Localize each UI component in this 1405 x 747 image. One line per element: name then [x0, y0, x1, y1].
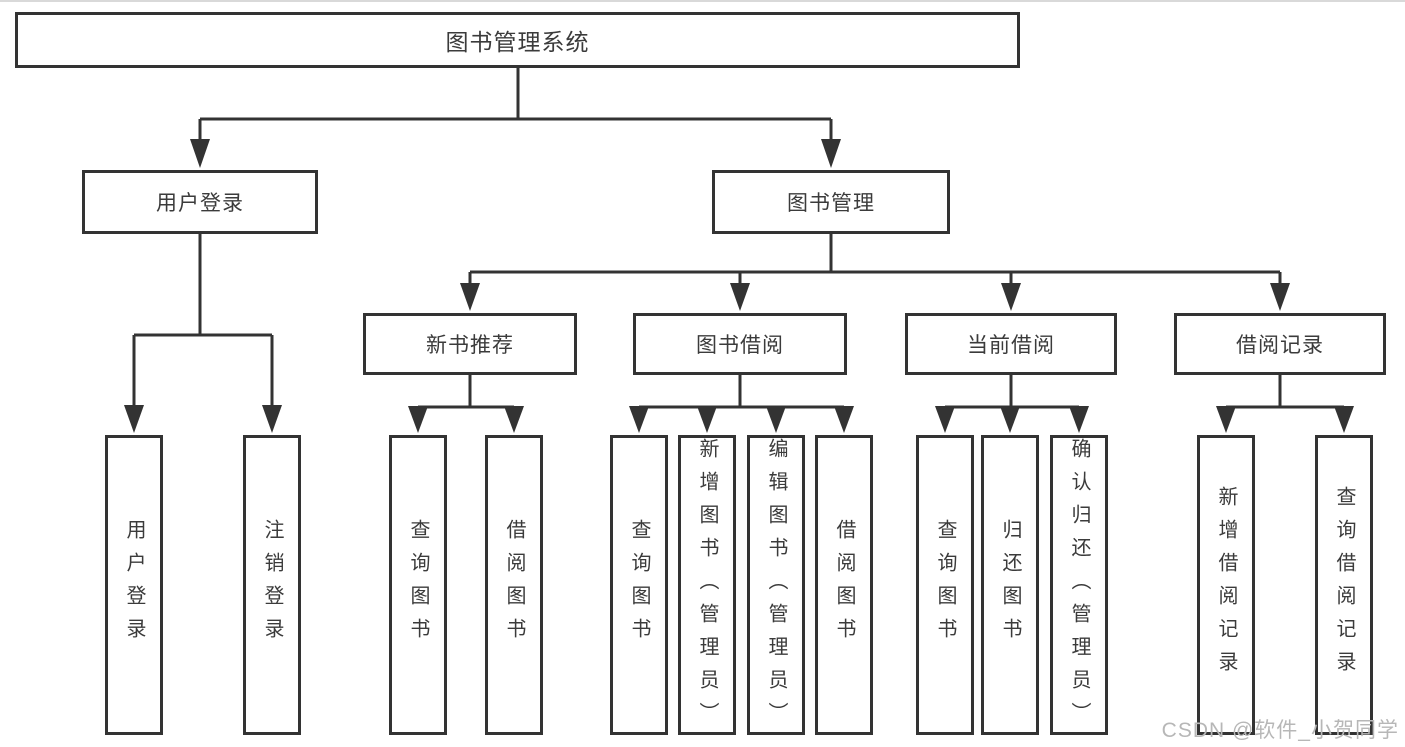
- arrowhead: [629, 406, 649, 433]
- connector-user-login-children: [124, 234, 282, 433]
- arrowhead: [821, 139, 841, 168]
- leaf-logout-label: 注销登录: [261, 519, 283, 651]
- leaf-current-return-books: 归还图书: [981, 435, 1039, 735]
- arrowhead: [935, 406, 955, 433]
- leaf-user-login: 用户登录: [105, 435, 163, 735]
- leaf-current-confirm-return-admin-label: 确认归还（管理员）: [1068, 438, 1090, 735]
- arrowhead: [834, 406, 854, 433]
- node-borrowing-record-label: 借阅记录: [1236, 334, 1324, 357]
- connector-borrow-record-children: [1216, 375, 1354, 433]
- arrowhead: [1334, 406, 1354, 433]
- arrowhead: [766, 406, 786, 433]
- leaf-current-query-books: 查询图书: [916, 435, 974, 735]
- leaf-borrow-query-books: 查询图书: [610, 435, 668, 735]
- node-current-borrowing: 当前借阅: [905, 313, 1117, 375]
- leaf-logout: 注销登录: [243, 435, 301, 735]
- connector-book-borrow-children: [629, 375, 854, 433]
- leaf-borrow-borrow-books-label: 借阅图书: [833, 519, 855, 651]
- arrowhead: [697, 406, 717, 433]
- csdn-watermark: CSDN @软件_小贺同学: [1161, 719, 1399, 742]
- node-new-book-recommendation: 新书推荐: [363, 313, 577, 375]
- leaf-record-query-borrow-record: 查询借阅记录: [1315, 435, 1373, 735]
- leaf-record-add-borrow-record-label: 新增借阅记录: [1215, 486, 1237, 684]
- leaf-borrow-add-books-admin: 新增图书（管理员）: [678, 435, 736, 735]
- connector-root-to-level2: [190, 68, 841, 168]
- connector-new-book-children: [408, 375, 524, 433]
- arrowhead: [408, 406, 428, 433]
- node-book-borrowing-label: 图书借阅: [696, 334, 784, 357]
- leaf-current-confirm-return-admin: 确认归还（管理员）: [1050, 435, 1108, 735]
- arrowhead: [124, 405, 144, 433]
- connector-current-borrow-children: [935, 375, 1089, 433]
- node-book-borrowing: 图书借阅: [633, 313, 847, 375]
- leaf-borrow-edit-books-admin-label: 编辑图书（管理员）: [765, 438, 787, 735]
- top-edge-line: [0, 0, 1405, 2]
- node-book-management: 图书管理: [712, 170, 950, 234]
- leaf-current-query-books-label: 查询图书: [934, 519, 956, 651]
- leaf-user-login-label: 用户登录: [123, 519, 145, 651]
- arrowhead: [190, 139, 210, 168]
- leaf-newbook-borrow-books: 借阅图书: [485, 435, 543, 735]
- node-user-login: 用户登录: [82, 170, 318, 234]
- leaf-record-add-borrow-record: 新增借阅记录: [1197, 435, 1255, 735]
- leaf-newbook-query-books: 查询图书: [389, 435, 447, 735]
- arrowhead: [1001, 283, 1021, 311]
- node-new-book-recommendation-label: 新书推荐: [426, 334, 514, 357]
- leaf-borrow-add-books-admin-label: 新增图书（管理员）: [696, 438, 718, 735]
- arrowhead: [262, 405, 282, 433]
- node-root-label: 图书管理系统: [445, 29, 590, 55]
- arrowhead: [730, 283, 750, 311]
- connector-book-mgmt-children: [460, 234, 1290, 311]
- node-borrowing-record: 借阅记录: [1174, 313, 1386, 375]
- arrowhead: [460, 283, 480, 311]
- leaf-borrow-edit-books-admin: 编辑图书（管理员）: [747, 435, 805, 735]
- leaf-current-return-books-label: 归还图书: [999, 519, 1021, 651]
- arrowhead: [1069, 406, 1089, 433]
- leaf-record-query-borrow-record-label: 查询借阅记录: [1333, 486, 1355, 684]
- arrowhead: [1216, 406, 1236, 433]
- leaf-borrow-query-books-label: 查询图书: [628, 519, 650, 651]
- leaf-newbook-query-books-label: 查询图书: [407, 519, 429, 651]
- arrowhead: [504, 406, 524, 433]
- node-current-borrowing-label: 当前借阅: [967, 334, 1055, 357]
- leaf-newbook-borrow-books-label: 借阅图书: [503, 519, 525, 651]
- leaf-borrow-borrow-books: 借阅图书: [815, 435, 873, 735]
- node-user-login-label: 用户登录: [156, 192, 244, 215]
- arrowhead: [1270, 283, 1290, 311]
- node-root: 图书管理系统: [15, 12, 1020, 68]
- node-book-management-label: 图书管理: [787, 192, 875, 215]
- arrowhead: [1000, 406, 1020, 433]
